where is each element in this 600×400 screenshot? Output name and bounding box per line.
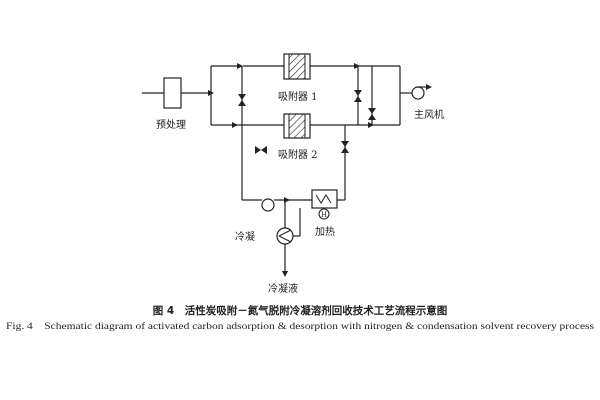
adsorber-1-line (211, 53, 400, 80)
heater-mark: H (321, 211, 327, 219)
desorption-loop: H (242, 189, 345, 220)
valves (238, 66, 376, 200)
fan-section (399, 66, 432, 125)
valve-icon (354, 66, 362, 125)
condensate-label: 冷凝液 (268, 282, 298, 295)
condenser-label: 冷凝 (235, 230, 255, 243)
adsorber-1-label: 吸附器 1 (278, 90, 318, 103)
valve-icon (255, 146, 267, 154)
adsorber-2-line (211, 113, 400, 139)
condenser-section (276, 200, 301, 277)
heater-label: 加热 (315, 225, 335, 238)
main-fan-label: 主风机 (414, 108, 444, 121)
pretreatment-unit (163, 77, 182, 109)
caption-chinese: 图 4 活性炭吸附－氮气脱附冷凝溶剂回收技术工艺流程示意图 (153, 304, 447, 317)
inlet-section (142, 66, 214, 125)
heater-icon (318, 208, 330, 220)
valve-icon (368, 66, 376, 125)
valve-icon (238, 66, 246, 200)
caption-english: Fig. 4 Schematic diagram of activated ca… (6, 321, 594, 332)
main-fan-icon (411, 86, 425, 100)
adsorber-2-label: 吸附器 2 (278, 148, 318, 161)
circulation-fan-icon (261, 198, 275, 212)
valve-icon (341, 125, 349, 200)
heater-box (311, 189, 338, 209)
pretreatment-label: 预处理 (156, 119, 186, 131)
